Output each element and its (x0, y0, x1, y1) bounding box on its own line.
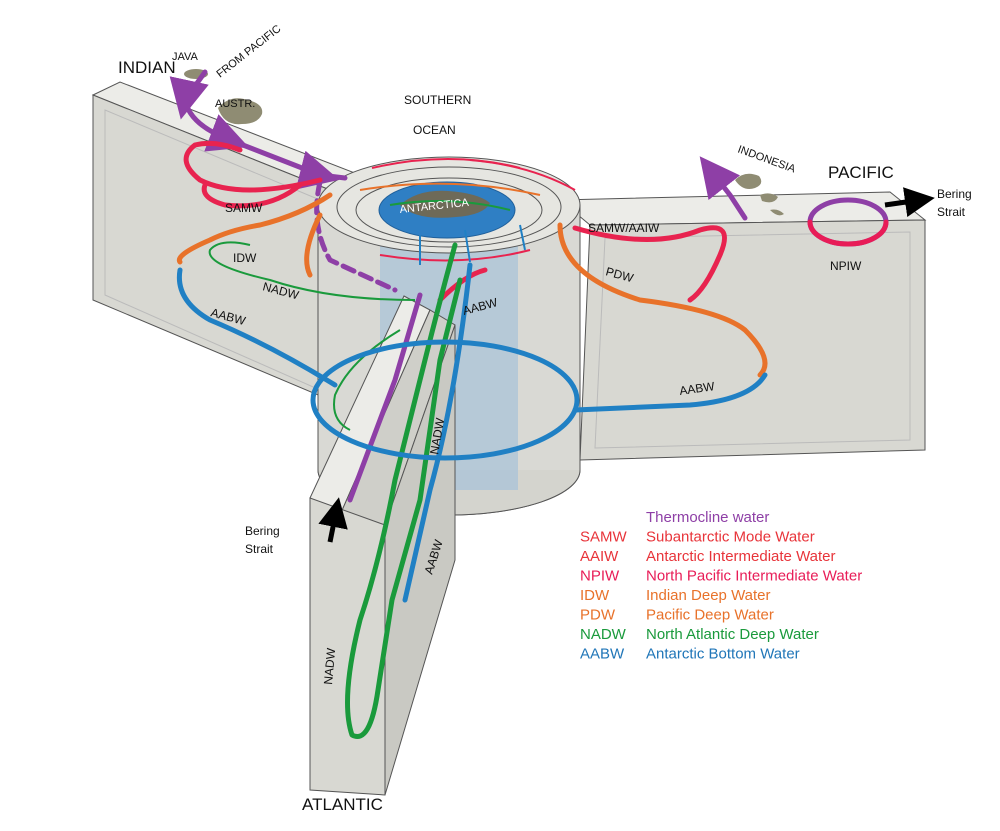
legend-name-pdw: Pacific Deep Water (646, 607, 774, 624)
nadw-flows (208, 200, 511, 739)
aabw-flows (176, 224, 768, 603)
legend-abbr-npiw: NPIW (580, 568, 620, 585)
legend-name-aabw: Antarctic Bottom Water (646, 646, 800, 663)
label-java: JAVA (172, 51, 199, 63)
label-bering-atlantic-1: Bering (245, 524, 280, 538)
legend-name-npiw: North Pacific Intermediate Water (646, 568, 862, 585)
label-bering-pacific-2: Strait (937, 205, 966, 219)
label-bering-atlantic-2: Strait (245, 542, 274, 556)
legend-name-thermocline: Thermocline water (646, 509, 769, 526)
intermediate-flows (183, 140, 727, 303)
legend-name-samw: Subantarctic Mode Water (646, 529, 815, 546)
label-pacific: PACIFIC (828, 163, 894, 182)
indonesia-land (735, 173, 784, 216)
bering-strait-pacific-arrow (884, 187, 935, 217)
label-bering-pacific-1: Bering (937, 187, 972, 201)
label-atlantic-nadw: NADW (321, 647, 338, 685)
legend-abbr-aaiw: AAIW (580, 548, 619, 565)
legend-abbr-aabw: AABW (580, 646, 625, 663)
thermocline-flows (169, 69, 889, 503)
label-from-pacific: FROM PACIFIC (214, 23, 283, 81)
legend-name-idw: Indian Deep Water (646, 587, 771, 604)
label-austr: AUSTR. (215, 98, 255, 110)
legend-abbr-idw: IDW (580, 587, 610, 604)
legend-abbr-samw: SAMW (580, 529, 628, 546)
label-pacific-npiw: NPIW (830, 259, 862, 273)
legend-name-nadw: North Atlantic Deep Water (646, 626, 819, 643)
legend-abbr-nadw: NADW (580, 626, 627, 643)
label-pacific-aabw: AABW (678, 379, 716, 398)
label-southern: SOUTHERN (404, 93, 471, 107)
legend-name-aaiw: Antarctic Intermediate Water (646, 548, 836, 565)
label-indian: INDIAN (118, 58, 176, 77)
legend-abbr-pdw: PDW (580, 607, 616, 624)
deep-water-flows (176, 182, 768, 378)
label-indian-samw: SAMW (225, 201, 263, 215)
label-indian-idw: IDW (233, 251, 257, 265)
label-southern-nadw: NADW (427, 416, 447, 455)
label-atlantic: ATLANTIC (302, 795, 383, 814)
label-pacific-samw-aaiw: SAMW/AAIW (588, 221, 660, 235)
label-indonesia: INDONESIA (736, 144, 798, 176)
label-ocean: OCEAN (413, 123, 456, 137)
bering-strait-atlantic-arrow (318, 497, 348, 543)
